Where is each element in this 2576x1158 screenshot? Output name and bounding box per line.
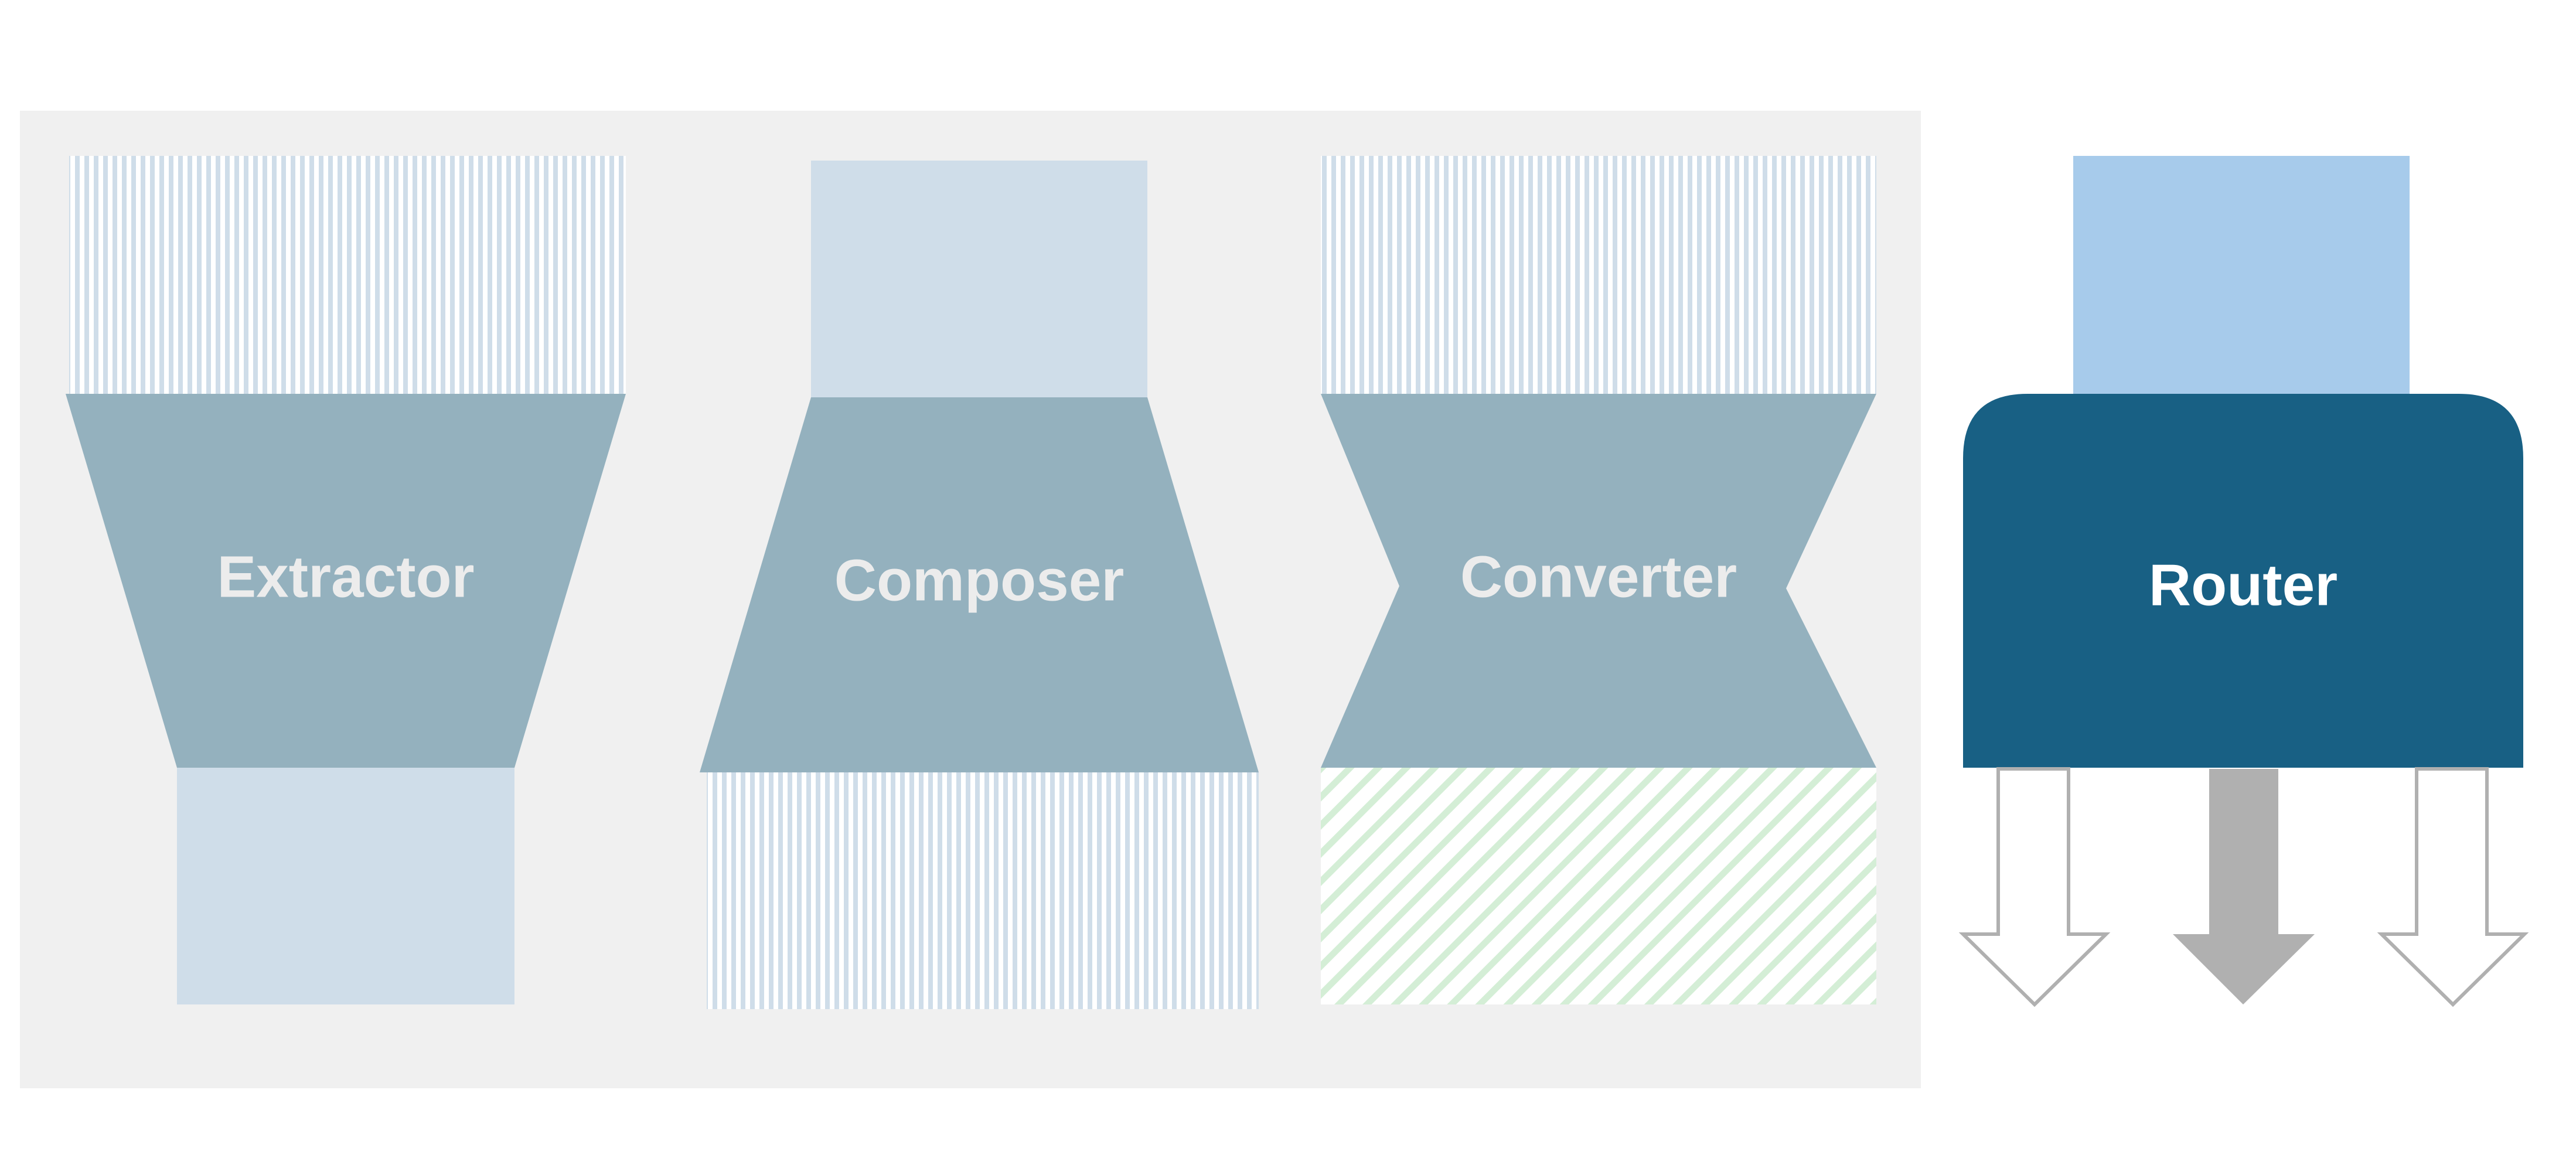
converter-body-shape bbox=[1321, 394, 1876, 768]
composer-node: Composer bbox=[700, 161, 1259, 1009]
composer-output-block bbox=[707, 772, 1259, 1009]
extractor-input-block bbox=[69, 156, 626, 394]
composer-body-shape bbox=[700, 397, 1259, 772]
router-output-arrow-right bbox=[2377, 767, 2529, 1007]
extractor-label: Extractor bbox=[217, 544, 474, 609]
composer-label: Composer bbox=[834, 547, 1125, 613]
router-body-shape bbox=[1963, 394, 2523, 768]
router-output-arrow-left bbox=[1958, 767, 2111, 1007]
converter-output-block bbox=[1321, 768, 1876, 1004]
extractor-node: Extractor bbox=[66, 156, 626, 1004]
extractor-body-shape bbox=[66, 394, 626, 768]
converter-input-block bbox=[1321, 156, 1876, 394]
router-input-block bbox=[2073, 156, 2410, 394]
router-output-arrow-center bbox=[2173, 769, 2315, 1004]
router-node: Router bbox=[1958, 156, 2529, 1007]
composer-input-block bbox=[811, 161, 1147, 397]
converter-node: Converter bbox=[1321, 156, 1876, 1004]
extractor-output-block bbox=[177, 768, 514, 1004]
router-label: Router bbox=[2149, 552, 2338, 618]
converter-label: Converter bbox=[1460, 544, 1737, 609]
